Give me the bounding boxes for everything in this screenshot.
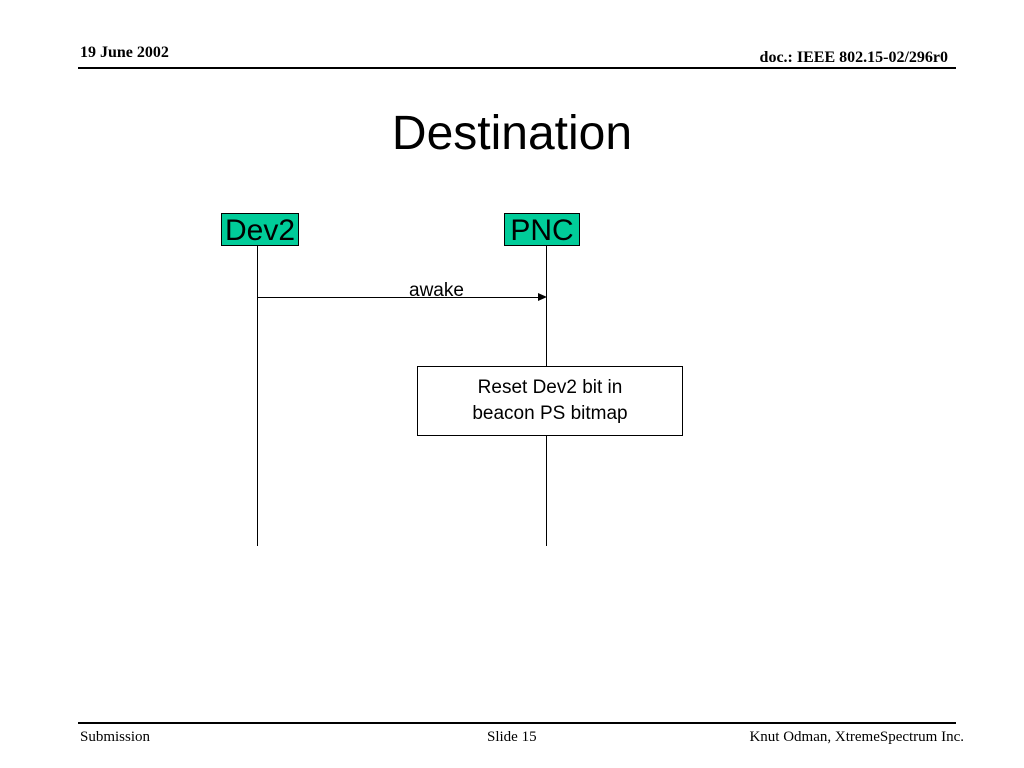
entity-pnc: PNC — [504, 213, 580, 247]
entity-dev2: Dev2 — [221, 213, 299, 247]
action-note-box: Reset Dev2 bit in beacon PS bitmap — [417, 366, 683, 436]
footer-author: Knut Odman, XtremeSpectrum Inc. — [749, 729, 964, 745]
header-doc-id: doc.: IEEE 802.15-02/296r0 — [759, 49, 948, 66]
note-line-2: beacon PS bitmap — [472, 403, 628, 424]
message-label-awake: awake — [409, 280, 464, 301]
footer-submission: Submission — [80, 729, 151, 745]
footer-rule — [78, 722, 956, 724]
lifeline-dev2 — [257, 246, 258, 546]
message-arrow-head — [538, 293, 547, 301]
header-date: 19 June 2002 — [80, 44, 169, 61]
footer-slide-number: Slide 15 — [487, 729, 537, 745]
message-arrow-line — [257, 297, 539, 298]
note-line-1: Reset Dev2 bit in — [477, 377, 623, 398]
slide-title: Destination — [391, 107, 633, 160]
header-rule — [78, 67, 956, 69]
